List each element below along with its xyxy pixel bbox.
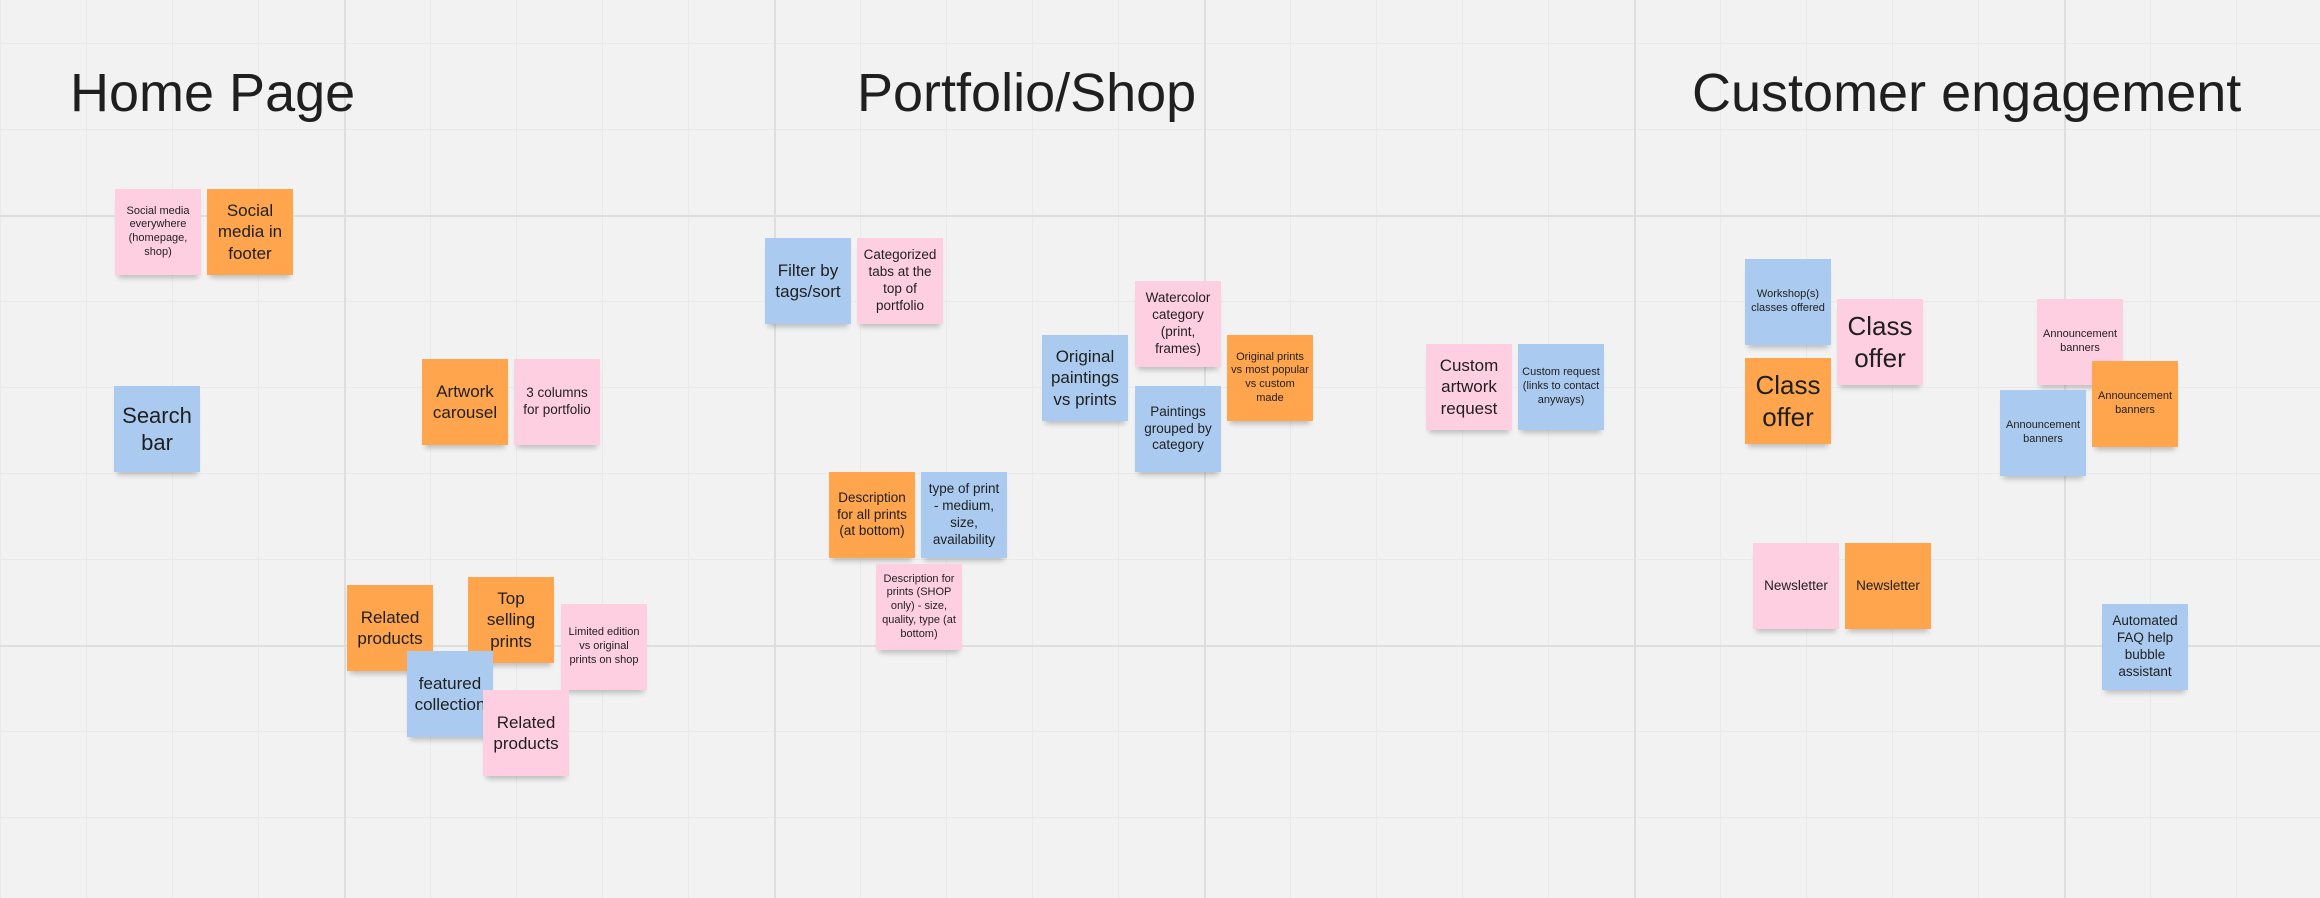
sticky-note[interactable]: Newsletter	[1753, 543, 1839, 629]
sticky-note[interactable]: Custom artwork request	[1426, 344, 1512, 430]
section-title-customer-engagement: Customer engagement	[1692, 63, 2242, 123]
sticky-note[interactable]: Automated FAQ help bubble assistant	[2102, 604, 2188, 690]
sticky-note[interactable]: Related products	[347, 585, 433, 671]
sticky-note[interactable]: type of print - medium, size, availabili…	[921, 472, 1007, 558]
sticky-note[interactable]: Filter by tags/sort	[765, 238, 851, 324]
sticky-note[interactable]: Description for prints (SHOP only) - siz…	[876, 564, 962, 650]
section-title-portfolio-shop: Portfolio/Shop	[857, 63, 1197, 123]
section-title-home-page: Home Page	[70, 63, 356, 123]
sticky-note[interactable]: Announcement banners	[2092, 361, 2178, 447]
sticky-note[interactable]: Class offer	[1837, 299, 1923, 385]
sticky-note[interactable]: Announcement banners	[2037, 299, 2123, 385]
sticky-note[interactable]: Categorized tabs at the top of portfolio	[857, 238, 943, 324]
sticky-note[interactable]: Social media everywhere (homepage, shop)	[115, 189, 201, 275]
sticky-note[interactable]: Description for all prints (at bottom)	[829, 472, 915, 558]
sticky-note[interactable]: Original paintings vs prints	[1042, 335, 1128, 421]
sticky-note[interactable]: 3 columns for portfolio	[514, 359, 600, 445]
sticky-note[interactable]: Custom request (links to contact anyways…	[1518, 344, 1604, 430]
sticky-note[interactable]: Original prints vs most popular vs custo…	[1227, 335, 1313, 421]
sticky-note[interactable]: Paintings grouped by category	[1135, 386, 1221, 472]
sticky-note[interactable]: Limited edition vs original prints on sh…	[561, 604, 647, 690]
sticky-note[interactable]: Newsletter	[1845, 543, 1931, 629]
sticky-note[interactable]: Workshop(s) classes offered	[1745, 259, 1831, 345]
sticky-note[interactable]: Artwork carousel	[422, 359, 508, 445]
sticky-note[interactable]: Watercolor category (print, frames)	[1135, 281, 1221, 367]
sticky-note[interactable]: Search bar	[114, 386, 200, 472]
sticky-note[interactable]: Class offer	[1745, 358, 1831, 444]
sticky-note[interactable]: Related products	[483, 690, 569, 776]
sticky-note[interactable]: Social media in footer	[207, 189, 293, 275]
sticky-note[interactable]: Announcement banners	[2000, 390, 2086, 476]
sticky-note[interactable]: featured collection	[407, 651, 493, 737]
sticky-note[interactable]: Top selling prints	[468, 577, 554, 663]
